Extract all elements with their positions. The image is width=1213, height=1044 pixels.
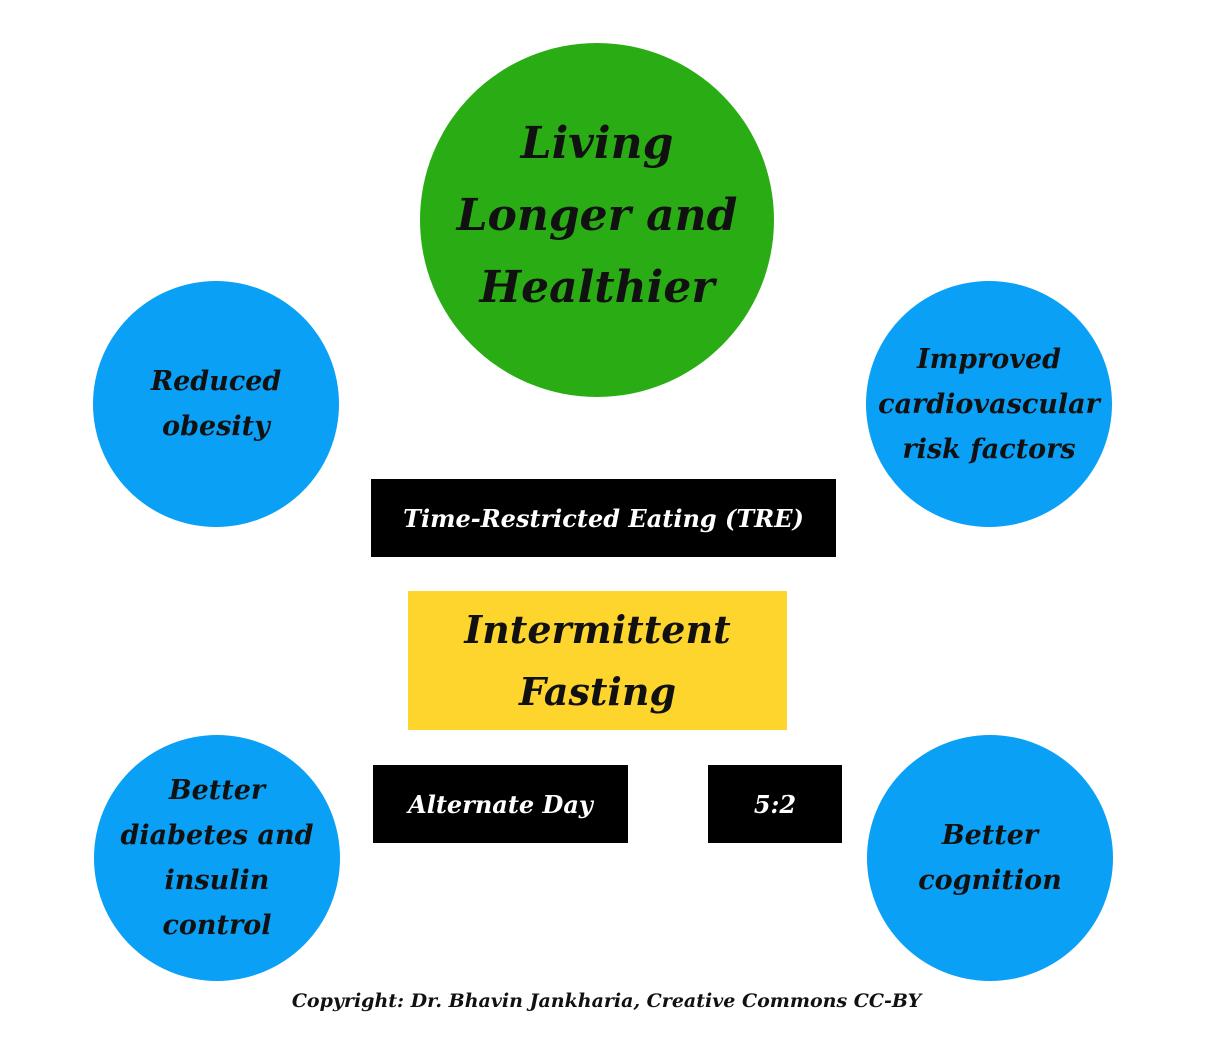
- benefit-circle-obesity: Reduced obesity: [93, 281, 339, 527]
- benefit-circle-diabetes: Better diabetes and insulin control: [94, 735, 340, 981]
- benefit-label-cardiovascular: Improved cardiovascular risk factors: [878, 343, 1100, 465]
- method-label-alternate-day: Alternate Day: [408, 789, 593, 819]
- method-label-five-two: 5:2: [753, 789, 797, 819]
- benefit-circle-cognition: Better cognition: [867, 735, 1113, 981]
- method-box-tre: Time-Restricted Eating (TRE): [371, 479, 836, 557]
- benefit-circle-cardiovascular: Improved cardiovascular risk factors: [866, 281, 1112, 527]
- method-label-tre: Time-Restricted Eating (TRE): [403, 503, 804, 533]
- goal-circle: Living Longer and Healthier: [420, 43, 774, 397]
- method-box-five-two: 5:2: [708, 765, 842, 843]
- benefit-label-cognition: Better cognition: [918, 820, 1062, 896]
- benefit-label-obesity: Reduced obesity: [150, 366, 282, 442]
- center-box-intermittent-fasting: Intermittent Fasting: [408, 591, 787, 730]
- copyright-footer: Copyright: Dr. Bhavin Jankharia, Creativ…: [291, 990, 922, 1012]
- center-label: Intermittent Fasting: [464, 606, 731, 714]
- benefit-label-diabetes: Better diabetes and insulin control: [120, 775, 314, 941]
- goal-label: Living Longer and Healthier: [456, 118, 738, 313]
- method-box-alternate-day: Alternate Day: [373, 765, 628, 843]
